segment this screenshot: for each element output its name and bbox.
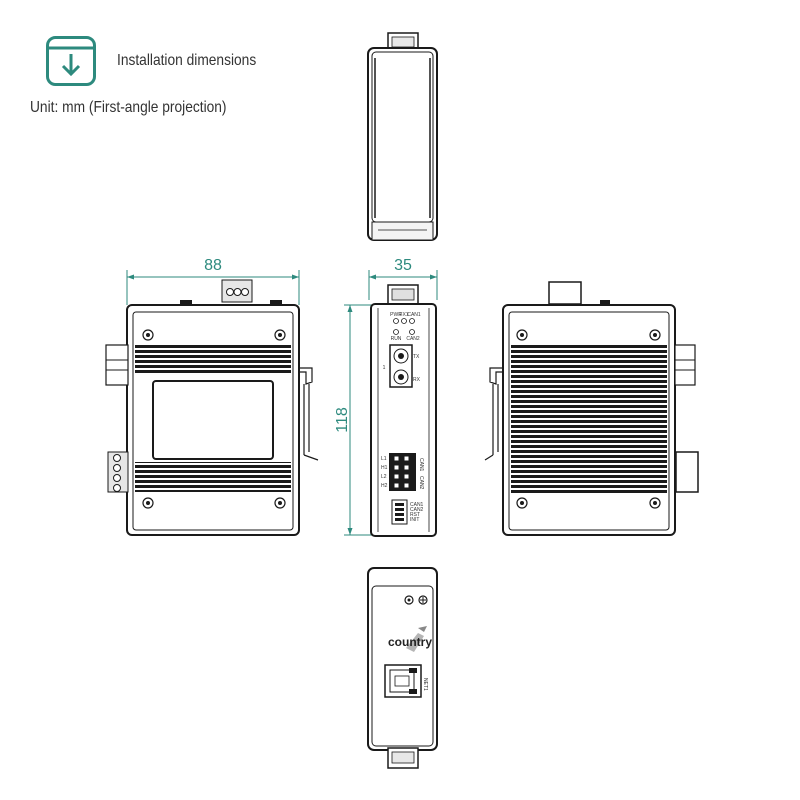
- download-icon: [46, 36, 96, 86]
- fiber-rx-label: RX: [413, 377, 421, 383]
- left-side-view: [105, 279, 319, 536]
- terminal-label-l1: L1: [381, 456, 387, 462]
- section-title: Installation dimensions: [117, 52, 257, 69]
- led-label-can1: CAN1: [407, 312, 421, 318]
- led-label-run: RUN: [391, 336, 402, 342]
- dip-label-rst: RST: [410, 512, 420, 518]
- width-dimension-label: 88: [204, 257, 222, 274]
- height-dimension-label: 118: [334, 407, 351, 433]
- terminal-group-can1: CAN1: [418, 458, 424, 472]
- dip-label-init: INIT: [410, 517, 419, 523]
- ethernet-port-label: NET1: [422, 678, 428, 691]
- led-label-pwr: PWR: [390, 312, 402, 318]
- bottom-view: [367, 567, 438, 769]
- fiber-tx-label: TX: [413, 354, 420, 360]
- terminal-label-h1: H1: [381, 465, 388, 471]
- brand-logo-text: country: [388, 635, 432, 649]
- fiber-port-number: 1: [383, 365, 386, 371]
- dimension-lines: [126, 270, 438, 536]
- unit-note: Unit: mm (First-angle projection): [30, 99, 227, 116]
- dip-label-can2: CAN2: [410, 507, 424, 513]
- top-view: [367, 32, 438, 241]
- led-label-fx1: FX1: [399, 312, 408, 318]
- terminal-label-l2: L2: [381, 474, 387, 480]
- right-side-view: [484, 281, 699, 536]
- terminal-group-can2: CAN2: [418, 476, 424, 490]
- front-panel-view: [370, 284, 437, 537]
- terminal-label-h2: H2: [381, 483, 388, 489]
- dip-label-can1: CAN1: [410, 502, 424, 508]
- led-label-can2: CAN2: [406, 336, 420, 342]
- depth-dimension-label: 35: [394, 257, 412, 274]
